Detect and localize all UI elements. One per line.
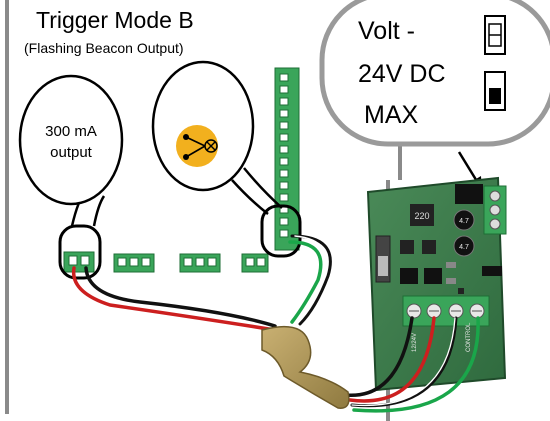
capacitor-label-1: 4.7	[459, 218, 469, 225]
output-terminal-highlight	[58, 224, 102, 280]
pcb-terminal-label-control: CONTROL	[466, 322, 472, 352]
green-wire-top	[288, 240, 323, 324]
black-wire-pcb	[343, 316, 414, 397]
output-callout-line1: 300 mA	[45, 123, 97, 140]
red-wire-left	[71, 266, 277, 332]
cable-sleeve	[261, 325, 350, 409]
diagram-subtitle: (Flashing Beacon Output)	[24, 40, 184, 56]
pcb-terminal-label-power: 12/24V	[412, 333, 418, 352]
bottom-terminal-blocks	[63, 251, 269, 273]
chip-label: 220	[414, 211, 429, 221]
voltage-callout-line1: Volt -	[358, 17, 415, 45]
capacitor-label-2: 4.7	[459, 244, 469, 251]
voltage-callout-line3: MAX	[364, 101, 419, 129]
green-wire-pcb	[352, 316, 480, 413]
voltage-callout: Volt - 24V DC MAX	[319, 0, 550, 147]
dip-switch-off-icon	[484, 15, 506, 55]
red-wire-pcb	[348, 316, 436, 403]
vertical-terminal-strip	[274, 67, 300, 251]
output-callout-line2: output	[50, 144, 93, 161]
voltage-callout-line2: 24V DC	[358, 60, 446, 88]
wiring	[71, 234, 480, 413]
output-callout: 300 mA output	[18, 74, 124, 227]
beacon-callout	[151, 60, 283, 215]
relay-pcb-board: 220 4.7 4.7 12/24V CONTROL	[366, 176, 507, 392]
dip-switch-on-icon	[484, 71, 506, 111]
black-white-wire-top	[290, 234, 332, 326]
lamp-icon	[176, 125, 218, 167]
diagram-title: Trigger Mode B	[36, 7, 194, 33]
black-wire-left	[84, 266, 277, 328]
